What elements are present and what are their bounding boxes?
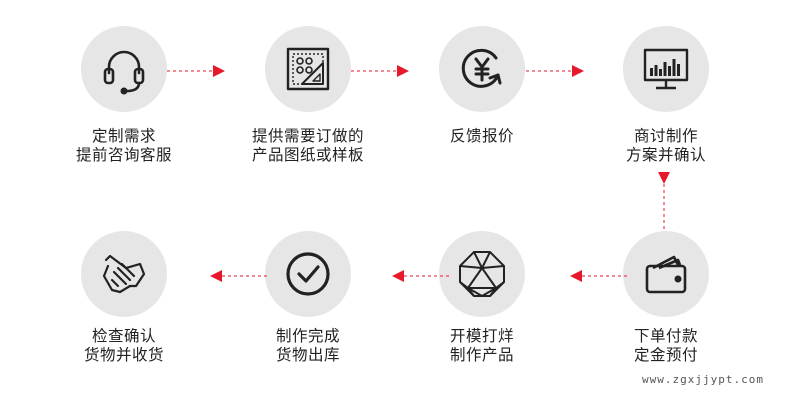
step-label-line2: 方案并确认: [625, 146, 706, 164]
step-label: 商讨制作 方案并确认: [576, 127, 756, 165]
watermark: www.zgxjjypt.com: [642, 373, 764, 386]
step-label-line2: 产品图纸或样板: [251, 146, 364, 164]
step-label-line1: 商讨制作: [633, 127, 698, 145]
step-circle: [439, 26, 525, 112]
monitor-chart-icon: [643, 48, 689, 90]
step-label: 提供需要订做的 产品图纸或样板: [218, 127, 398, 165]
step-circle: [81, 231, 167, 317]
step-label-line2: 货物出库: [275, 346, 340, 364]
step-circle: [265, 231, 351, 317]
step-label: 制作完成 货物出库: [218, 327, 398, 365]
step-label: 检查确认 货物并收货: [34, 327, 214, 365]
step-label-line1: 提供需要订做的: [251, 127, 364, 145]
step-label-line1: 反馈报价: [449, 127, 514, 145]
step-label-line1: 定制需求: [91, 127, 156, 145]
arrow-right-3: [526, 65, 584, 77]
step-label-line2: 制作产品: [449, 346, 514, 364]
step-label: 开模打烊 制作产品: [392, 327, 572, 365]
arrow-right-2: [351, 65, 409, 77]
step-label: 下单付款 定金预付: [576, 327, 756, 365]
step-circle: [81, 26, 167, 112]
yuan-refresh-icon: [461, 48, 502, 88]
step-label-line1: 开模打烊: [449, 327, 514, 345]
blueprint-icon: [286, 47, 330, 91]
step-circle: [265, 26, 351, 112]
step-label-line2: 定金预付: [633, 346, 698, 364]
step-circle: [439, 231, 525, 317]
handshake-icon: [102, 254, 146, 294]
step-label-line2: 提前咨询客服: [75, 146, 172, 164]
step-circle: [623, 26, 709, 112]
gem-icon: [459, 251, 505, 297]
arrow-left-3: [210, 270, 268, 282]
arrow-left-2: [392, 270, 450, 282]
arrow-left-1: [570, 270, 628, 282]
step-label: 定制需求 提前咨询客服: [34, 127, 214, 165]
arrow-right-1: [167, 65, 225, 77]
step-label-line2: 货物并收货: [83, 346, 164, 364]
arrow-down: [658, 172, 670, 230]
step-label-line1: 制作完成: [275, 327, 340, 345]
step-circle: [623, 231, 709, 317]
step-label: 反馈报价: [392, 127, 572, 146]
check-circle-icon: [286, 252, 330, 296]
step-label-line1: 检查确认: [91, 327, 156, 345]
step-label-line1: 下单付款: [633, 327, 698, 345]
wallet-icon: [645, 255, 687, 294]
headset-icon: [103, 50, 145, 95]
